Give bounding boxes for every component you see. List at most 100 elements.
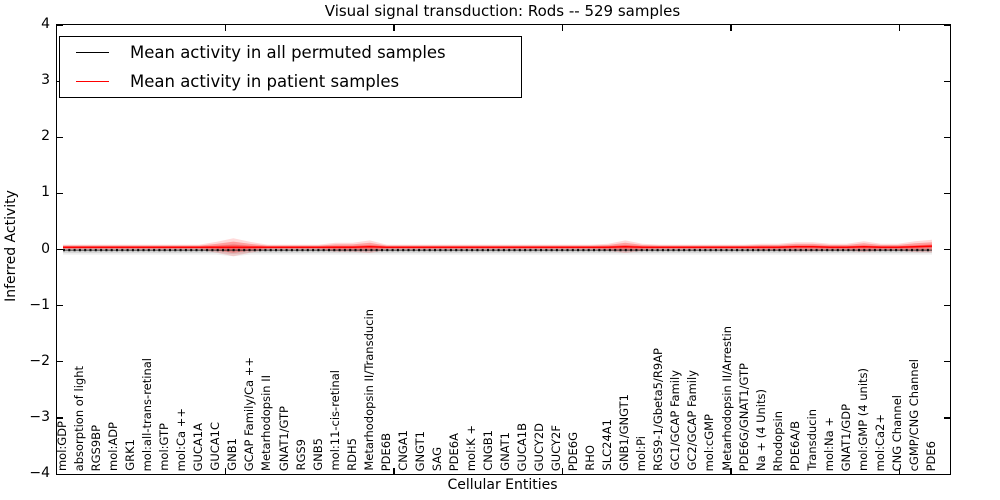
x-category-label: GNGT1 — [412, 430, 427, 471]
x-category-label: mol:GMP (4 units) — [855, 368, 870, 471]
tick-mark — [730, 468, 732, 474]
x-category-label: mol:ADP — [106, 422, 121, 471]
x-category-label: mol:Ca2+ — [872, 413, 887, 471]
x-category-label: mol:cGMP — [702, 413, 717, 471]
x-category-label: GNB1 — [225, 438, 240, 471]
tick-mark — [944, 249, 950, 251]
y-tick-label: 3 — [41, 72, 50, 89]
x-category-label: GRK1 — [123, 439, 138, 471]
x-category-label: RDH5 — [344, 438, 359, 471]
x-category-label: SAG — [429, 446, 444, 471]
tick-mark — [393, 468, 395, 474]
tick-mark — [393, 25, 395, 31]
tick-mark — [898, 468, 901, 474]
x-category-label: Metarhodopsin II — [259, 375, 274, 471]
x-category-label: GC2/GCAP Family — [685, 370, 700, 471]
x-category-label: Metarhodopsin II/Arrestin — [719, 326, 734, 471]
tick-mark — [224, 468, 227, 474]
x-category-label: GUCA1C — [208, 422, 223, 471]
x-category-label: mol:K + — [463, 424, 478, 471]
y-tick-label: −4 — [29, 465, 50, 481]
tick-mark — [561, 25, 564, 31]
x-category-label: Na + (4 Units) — [753, 389, 768, 471]
tick-mark — [57, 249, 63, 251]
x-category-label: GNB5 — [310, 438, 325, 471]
y-tick-label: 4 — [41, 16, 50, 32]
x-category-label: RGS9 — [293, 439, 308, 471]
y-tick-label: −2 — [29, 352, 50, 369]
x-category-label: GUCY2F — [549, 424, 564, 471]
x-category-label: GUCY2D — [532, 422, 547, 471]
x-category-label: SLC24A1 — [600, 419, 615, 471]
tick-mark — [57, 473, 63, 475]
legend-item: Mean activity in patient samples — [60, 69, 521, 94]
legend-item: Mean activity in all permuted samples — [60, 40, 521, 65]
x-category-label: GCAP Family/Ca ++ — [242, 356, 257, 471]
x-category-label: Transducin — [804, 409, 819, 471]
tick-mark — [944, 24, 950, 26]
x-category-label: GC1/GCAP Family — [668, 370, 683, 471]
x-category-label: RHO — [583, 445, 598, 471]
tick-mark — [57, 361, 63, 363]
x-category-label: PDE6G — [566, 431, 581, 471]
x-category-label: PDE6A/B — [787, 420, 802, 471]
x-category-label: Rhodopsin — [770, 410, 785, 471]
x-category-label: PDE6A — [446, 432, 461, 471]
y-tick-label: 0 — [41, 240, 50, 257]
patient-mean-line — [63, 245, 933, 249]
x-category-label: mol:11-cis-retinal — [327, 370, 342, 471]
x-category-label: RGS9BP — [89, 424, 104, 471]
x-category-label: GUCA1A — [191, 422, 206, 471]
x-category-label: mol:Pi — [634, 435, 649, 471]
tick-mark — [944, 473, 950, 475]
tick-mark — [898, 25, 901, 31]
x-axis-label: Cellular Entities — [447, 477, 558, 493]
legend-label: Mean activity in patient samples — [130, 72, 400, 91]
legend-label: Mean activity in all permuted samples — [130, 43, 446, 62]
y-tick-label: −1 — [29, 296, 50, 313]
tick-mark — [57, 417, 63, 419]
x-category-label: CNGA1 — [395, 430, 410, 471]
tick-mark — [57, 192, 63, 195]
x-category-label: mol:all-trans-retinal — [140, 357, 155, 471]
tick-mark — [730, 25, 732, 31]
legend-line-swatch — [76, 52, 109, 53]
legend-line-swatch — [76, 81, 109, 82]
x-category-label: absorption of light — [72, 365, 87, 471]
x-category-label: PDE6 — [924, 440, 938, 471]
x-category-label: CNG Channel — [889, 394, 904, 471]
x-category-label: GUCA1B — [515, 422, 530, 471]
tick-mark — [57, 24, 63, 26]
tick-mark — [944, 136, 950, 138]
x-category-label: GNB1/GNGT1 — [617, 394, 632, 471]
x-category-label: PDE6B — [378, 432, 393, 471]
chart-canvas — [63, 238, 933, 257]
x-category-label: Metarhodopsin II/Transducin — [361, 309, 376, 471]
tick-mark — [561, 468, 564, 474]
x-category-label: mol:Ca ++ — [174, 407, 189, 471]
x-category-label: RGS9-1/Gbeta5/R9AP — [651, 347, 666, 471]
y-tick-label: 2 — [41, 128, 50, 145]
tick-mark — [944, 192, 950, 195]
y-tick-label: 1 — [41, 184, 50, 201]
tick-mark — [944, 417, 950, 419]
y-tick-label: −3 — [29, 408, 50, 425]
tick-mark — [944, 361, 950, 363]
chart-title: Visual signal transduction: Rods -- 529 … — [324, 2, 681, 20]
x-category-label: GNAT1/GTP — [276, 405, 291, 471]
x-category-label: mol:GTP — [157, 423, 172, 471]
tick-mark — [944, 80, 950, 82]
x-category-label: mol:Na + — [821, 416, 836, 471]
x-category-label: cGMP/CNG Channel — [906, 358, 921, 471]
tick-mark — [224, 25, 227, 31]
tick-mark — [57, 305, 63, 307]
x-category-label: PDE6G/GNAT1/GTP — [736, 362, 751, 471]
x-category-label: mol:GDP — [55, 420, 69, 471]
tick-mark — [944, 305, 950, 307]
tick-mark — [57, 136, 63, 138]
x-category-label: GNAT1/GDP — [838, 403, 853, 471]
x-category-label: CNGB1 — [480, 430, 495, 471]
